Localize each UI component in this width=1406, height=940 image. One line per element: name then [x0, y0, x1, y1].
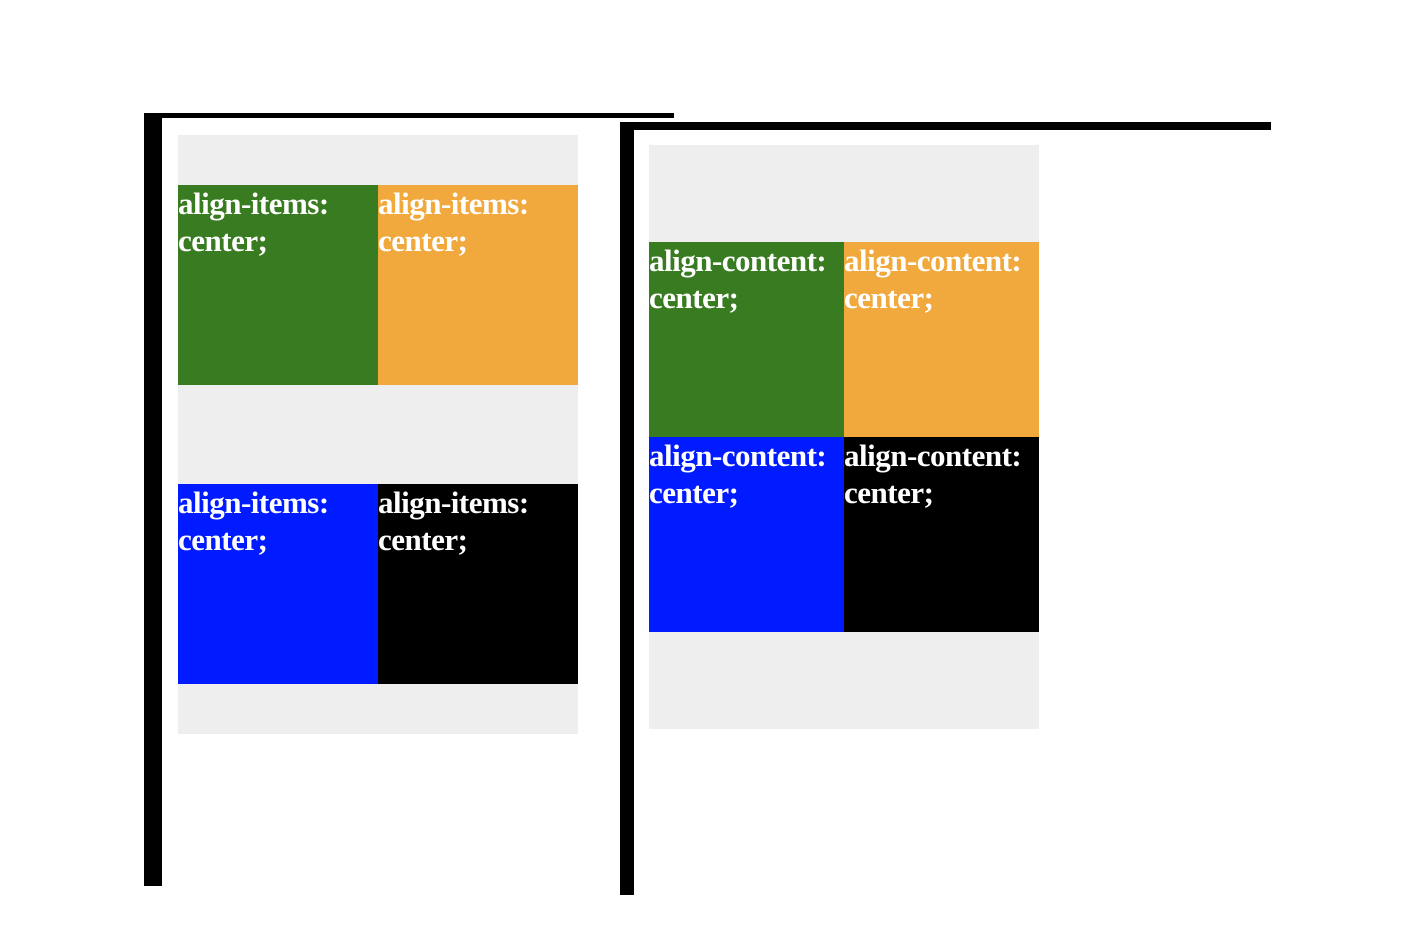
grid-cell-orange: align-items: center; [378, 185, 578, 385]
cell-label-line2: center; [649, 475, 739, 510]
frame-left-border-left [144, 118, 162, 886]
cell-label-line2: center; [378, 223, 468, 258]
cell-label-line1: align-items: [378, 186, 529, 221]
grid-cell-orange: align-content: center; [844, 242, 1039, 437]
cell-label-line1: align-content: [649, 243, 827, 278]
cell-label-line2: center; [178, 522, 268, 557]
cell-label-line2: center; [378, 522, 468, 557]
cell-label-line1: align-content: [649, 438, 827, 473]
cell-label-line1: align-items: [178, 186, 329, 221]
cell-label-line2: center; [844, 280, 934, 315]
align-items-grid-panel: align-items: center; align-items: center… [178, 135, 578, 734]
frame-top-border-right [620, 122, 1271, 130]
grid-cell-green: align-content: center; [649, 242, 844, 437]
cell-label-line2: center; [178, 223, 268, 258]
cell-label-line1: align-items: [178, 485, 329, 520]
cell-label-line2: center; [844, 475, 934, 510]
frame-left-border-right [620, 130, 634, 895]
grid-cell-blue: align-items: center; [178, 484, 378, 684]
cell-label-line2: center; [649, 280, 739, 315]
cell-label-line1: align-content: [844, 438, 1022, 473]
align-content-grid-panel: align-content: center; align-content: ce… [649, 145, 1039, 729]
cell-label-line1: align-items: [378, 485, 529, 520]
grid-cell-green: align-items: center; [178, 185, 378, 385]
grid-cell-black: align-content: center; [844, 437, 1039, 632]
grid-cell-black: align-items: center; [378, 484, 578, 684]
grid-cell-blue: align-content: center; [649, 437, 844, 632]
frame-top-border-left [144, 113, 674, 118]
cell-label-line1: align-content: [844, 243, 1022, 278]
